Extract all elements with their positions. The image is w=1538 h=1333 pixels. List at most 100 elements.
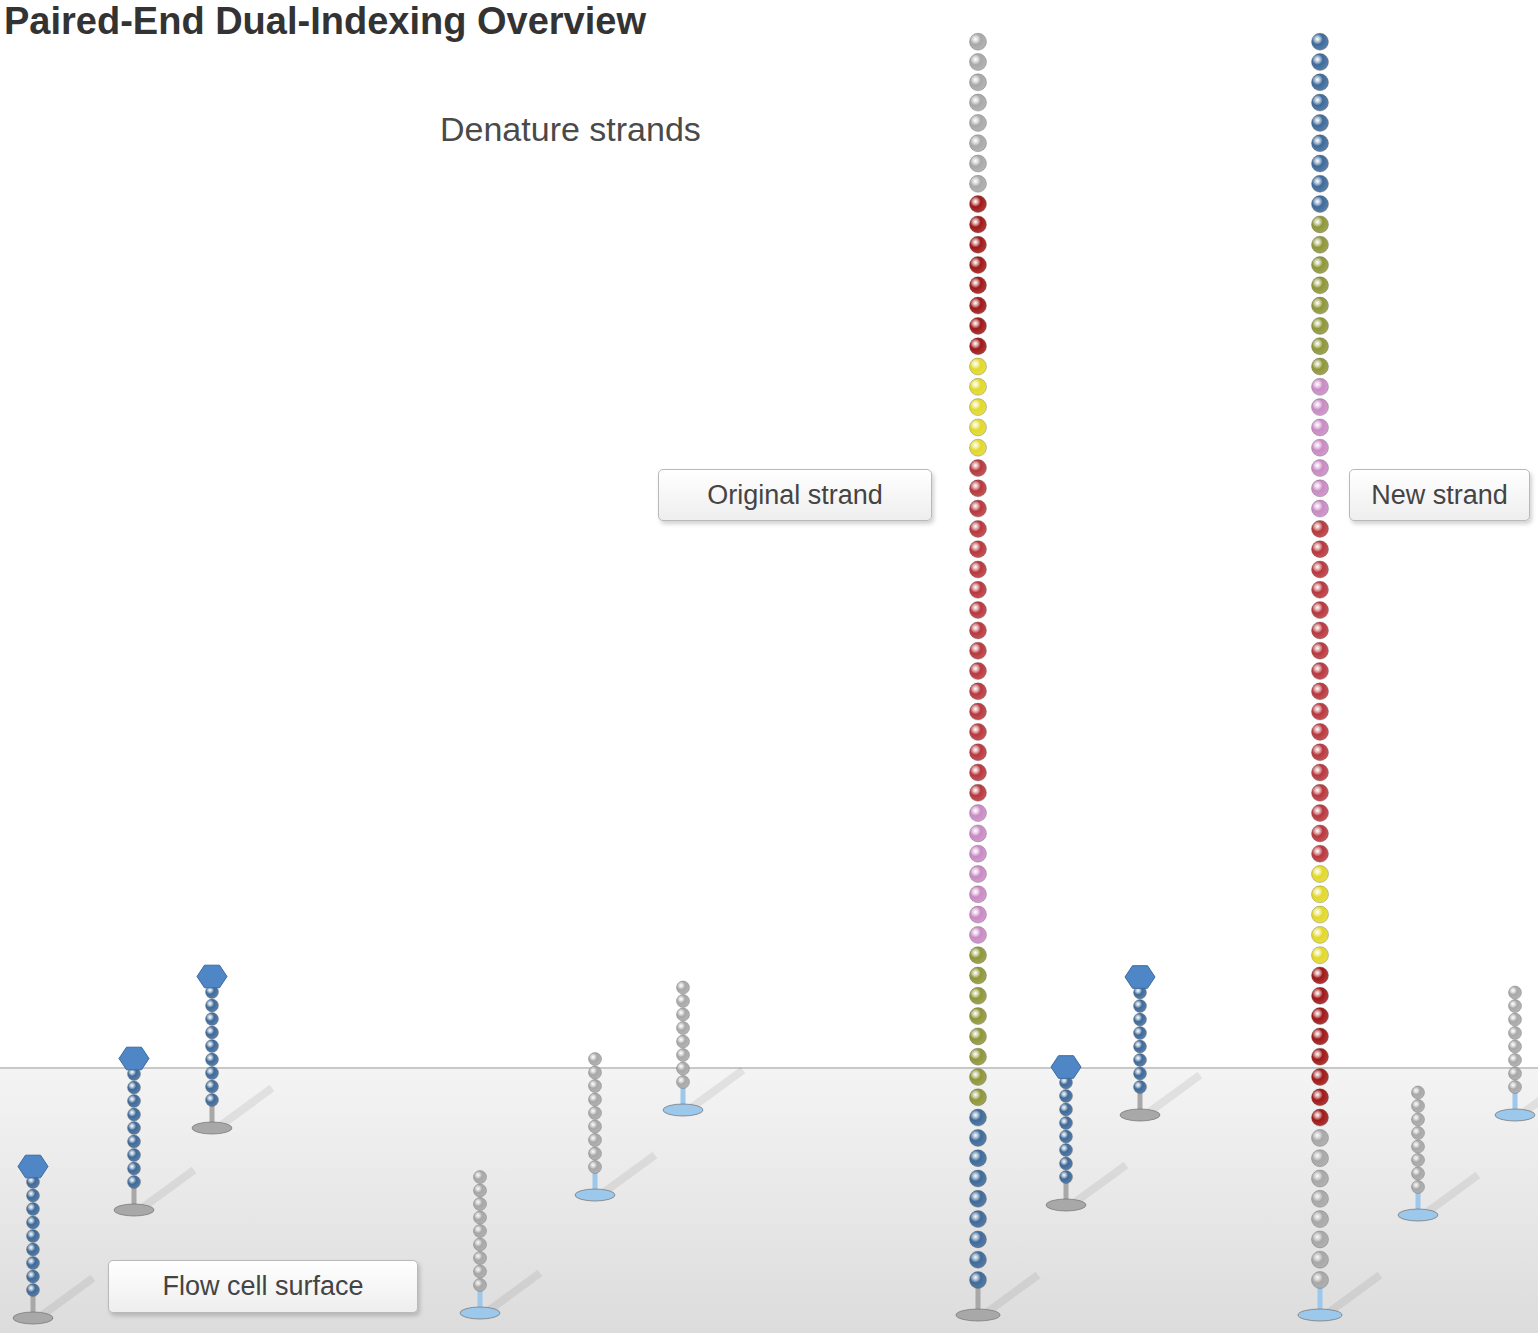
nucleotide-bead: [1312, 663, 1329, 680]
nucleotide-bead: [1509, 1000, 1522, 1013]
strand-anchor: [192, 1122, 232, 1134]
nucleotide-bead: [128, 1095, 141, 1108]
nucleotide-bead: [970, 277, 987, 294]
blocking-cap: [1125, 966, 1155, 989]
callout-text: Original strand: [707, 480, 883, 511]
nucleotide-bead: [970, 866, 987, 883]
nucleotide-bead: [1312, 744, 1329, 761]
strand-anchor: [1495, 1109, 1535, 1121]
nucleotide-bead: [1412, 1127, 1425, 1140]
nucleotide-bead: [1412, 1181, 1425, 1194]
nucleotide-bead: [677, 1062, 690, 1075]
diagram-title: Paired-End Dual-Indexing Overview: [4, 0, 646, 43]
strand-anchor: [114, 1204, 154, 1216]
nucleotide-bead: [589, 1107, 602, 1120]
nucleotide-bead: [1312, 886, 1329, 903]
strand-anchor: [575, 1189, 615, 1201]
nucleotide-bead: [27, 1270, 40, 1283]
nucleotide-bead: [970, 825, 987, 842]
nucleotide-bead: [970, 642, 987, 659]
nucleotide-bead: [1312, 1028, 1329, 1045]
callout-text: New strand: [1371, 480, 1508, 511]
nucleotide-bead: [970, 520, 987, 537]
nucleotide-bead: [970, 987, 987, 1004]
nucleotide-bead: [474, 1252, 487, 1265]
nucleotide-bead: [1312, 866, 1329, 883]
nucleotide-bead: [1312, 561, 1329, 578]
nucleotide-bead: [970, 1048, 987, 1065]
nucleotide-bead: [970, 926, 987, 943]
nucleotide-bead: [1509, 1067, 1522, 1080]
nucleotide-bead: [1312, 338, 1329, 355]
strand-anchor: [13, 1312, 53, 1324]
nucleotide-bead: [1312, 642, 1329, 659]
nucleotide-bead: [589, 1066, 602, 1079]
nucleotide-bead: [677, 1035, 690, 1048]
nucleotide-bead: [970, 1109, 987, 1126]
nucleotide-bead: [970, 1069, 987, 1086]
strand-anchor: [956, 1309, 1000, 1321]
nucleotide-bead: [970, 216, 987, 233]
nucleotide-bead: [27, 1203, 40, 1216]
blocking-cap: [119, 1047, 149, 1070]
nucleotide-bead: [1312, 1211, 1329, 1228]
nucleotide-bead: [128, 1135, 141, 1148]
nucleotide-bead: [970, 744, 987, 761]
nucleotide-bead: [970, 1231, 987, 1248]
nucleotide-bead: [970, 1129, 987, 1146]
nucleotide-bead: [128, 1122, 141, 1135]
strand-anchor: [1298, 1309, 1342, 1321]
strand-anchor: [1046, 1199, 1086, 1211]
nucleotide-bead: [1312, 1272, 1329, 1289]
nucleotide-bead: [1312, 947, 1329, 964]
nucleotide-bead: [27, 1216, 40, 1229]
nucleotide-bead: [1312, 541, 1329, 558]
nucleotide-bead: [1060, 1144, 1073, 1157]
nucleotide-bead: [474, 1184, 487, 1197]
flow-cell-surface: [0, 1068, 1538, 1333]
nucleotide-bead: [1312, 500, 1329, 517]
nucleotide-bead: [970, 845, 987, 862]
strand-shadow: [220, 1088, 272, 1126]
nucleotide-bead: [1312, 987, 1329, 1004]
nucleotide-bead: [970, 967, 987, 984]
strand-anchor: [663, 1104, 703, 1116]
nucleotide-bead: [1060, 1157, 1073, 1170]
strand-shadow: [691, 1070, 743, 1108]
nucleotide-bead: [1312, 216, 1329, 233]
nucleotide-bead: [970, 114, 987, 131]
nucleotide-bead: [970, 460, 987, 477]
nucleotide-bead: [970, 317, 987, 334]
nucleotide-bead: [1312, 1170, 1329, 1187]
nucleotide-bead: [970, 1150, 987, 1167]
nucleotide-bead: [1312, 1048, 1329, 1065]
nucleotide-bead: [589, 1161, 602, 1174]
nucleotide-bead: [970, 358, 987, 375]
nucleotide-bead: [206, 1026, 219, 1039]
strand-shadow: [986, 1275, 1038, 1313]
nucleotide-bead: [474, 1225, 487, 1238]
nucleotide-bead: [1509, 1040, 1522, 1053]
nucleotide-bead: [589, 1080, 602, 1093]
nucleotide-bead: [1312, 520, 1329, 537]
nucleotide-bead: [970, 1028, 987, 1045]
nucleotide-bead: [474, 1171, 487, 1184]
nucleotide-bead: [1312, 297, 1329, 314]
nucleotide-bead: [1134, 1013, 1147, 1026]
nucleotide-bead: [970, 1008, 987, 1025]
nucleotide-bead: [589, 1134, 602, 1147]
nucleotide-bead: [1312, 764, 1329, 781]
nucleotide-bead: [206, 1040, 219, 1053]
nucleotide-bead: [970, 1251, 987, 1268]
nucleotide-bead: [970, 338, 987, 355]
nucleotide-bead: [1312, 723, 1329, 740]
nucleotide-bead: [970, 33, 987, 50]
nucleotide-bead: [1060, 1171, 1073, 1184]
strand-shadow: [1148, 1075, 1200, 1113]
nucleotide-bead: [1312, 94, 1329, 111]
nucleotide-bead: [970, 1190, 987, 1207]
nucleotide-bead: [970, 480, 987, 497]
nucleotide-bead: [1134, 1054, 1147, 1067]
nucleotide-bead: [1312, 155, 1329, 172]
nucleotide-bead: [970, 74, 987, 91]
